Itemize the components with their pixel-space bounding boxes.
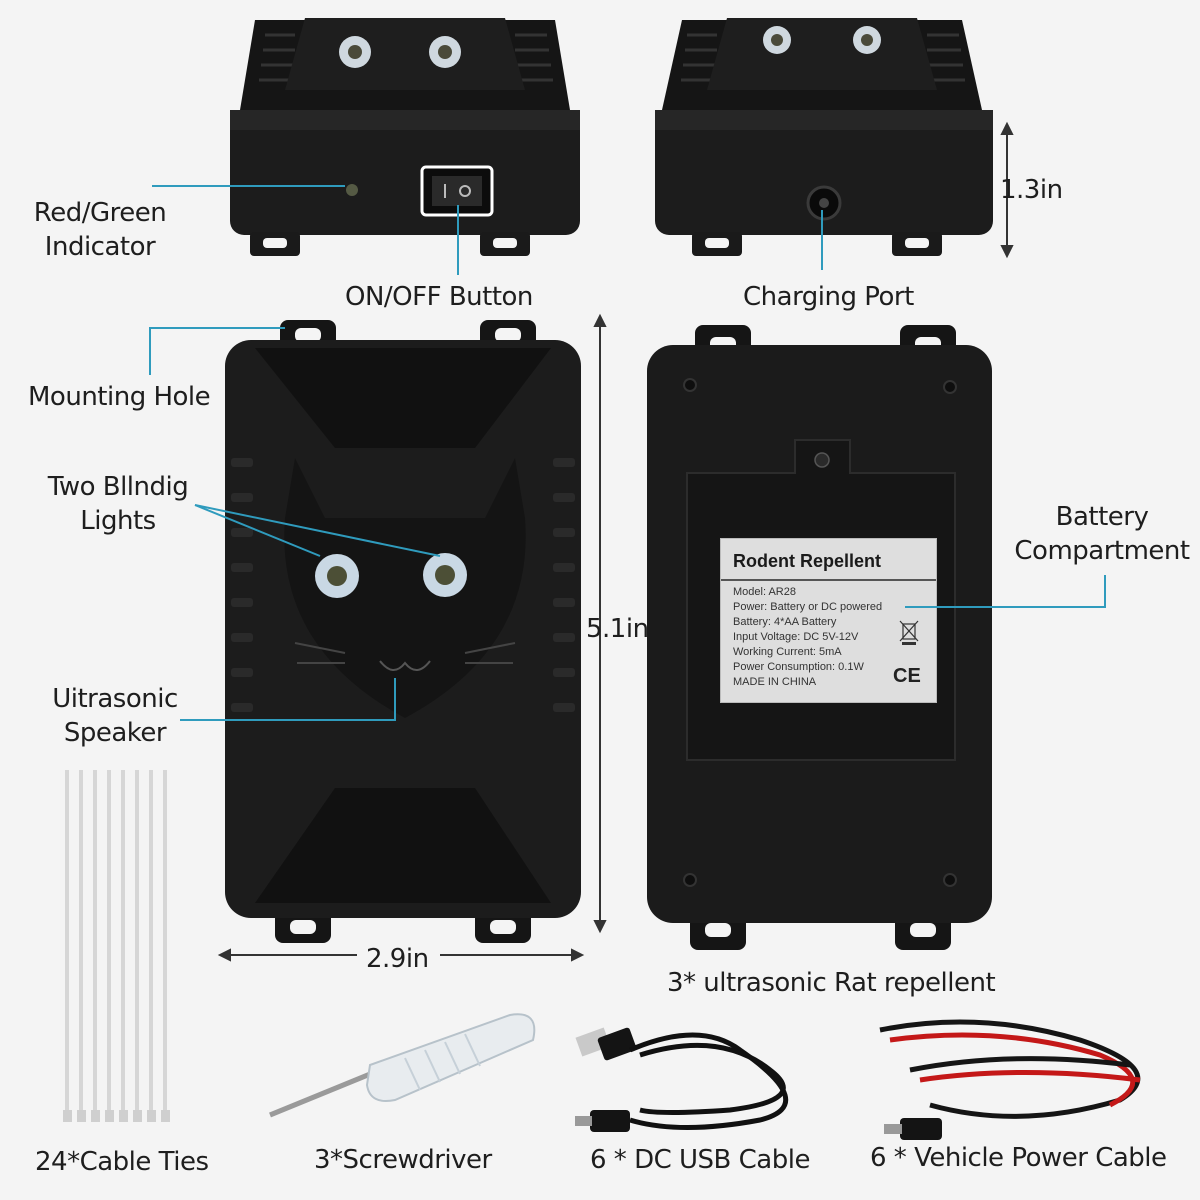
battery-compartment-label: Battery Compartment	[1014, 502, 1190, 566]
device-front-view	[225, 320, 581, 943]
height-dimension: 1.3in	[1000, 175, 1063, 205]
product-label-line: Battery: 4*AA Battery	[733, 616, 837, 628]
product-label-line: Working Current: 5mA	[733, 646, 842, 658]
product-label-line: Power: Battery or DC powered	[733, 601, 883, 613]
charging-port-label: Charging Port	[743, 282, 914, 312]
length-dimension: 5.1in	[586, 614, 649, 644]
usb-cable-image	[575, 1027, 789, 1132]
main-unit-label: 3* ultrasonic Rat repellent	[667, 968, 996, 998]
ce-mark: CE	[893, 665, 921, 687]
product-label-line: Model: AR28	[733, 586, 796, 598]
product-label: Rodent Repellent Model: AR28 Power: Batt…	[720, 538, 937, 703]
vehicle-cable-image	[879, 1019, 1141, 1140]
screwdriver-label: 3*Screwdriver	[314, 1145, 492, 1175]
weee-bin-icon	[899, 620, 919, 645]
mounting-hole-label: Mounting Hole	[28, 382, 211, 412]
product-label-line: Input Voltage: DC 5V-12V	[733, 631, 859, 643]
indicator-led	[346, 184, 358, 196]
width-dimension: 2.9in	[366, 944, 429, 974]
product-label-title: Rodent Repellent	[733, 551, 882, 571]
blinking-lights-label: Two Bllndig Lights	[47, 472, 189, 536]
usb-cable-label: 6 * DC USB Cable	[590, 1145, 810, 1175]
on-off-button-label: ON/OFF Button	[345, 282, 533, 312]
screwdriver-image	[269, 1013, 536, 1118]
cable-ties-label: 24*Cable Ties	[35, 1147, 209, 1177]
product-label-line: Power Consumption: 0.1W	[733, 661, 864, 673]
device-side-view-port	[655, 18, 993, 256]
ultrasonic-speaker-label: Uitrasonic Speaker	[52, 684, 178, 748]
cable-ties-image	[63, 770, 170, 1122]
vehicle-cable-label: 6 * Vehicle Power Cable	[870, 1143, 1167, 1173]
product-label-line: MADE IN CHINA	[733, 676, 817, 688]
device-side-view-switch	[230, 18, 580, 256]
red-green-indicator-label: Red/Green Indicator	[33, 198, 167, 262]
